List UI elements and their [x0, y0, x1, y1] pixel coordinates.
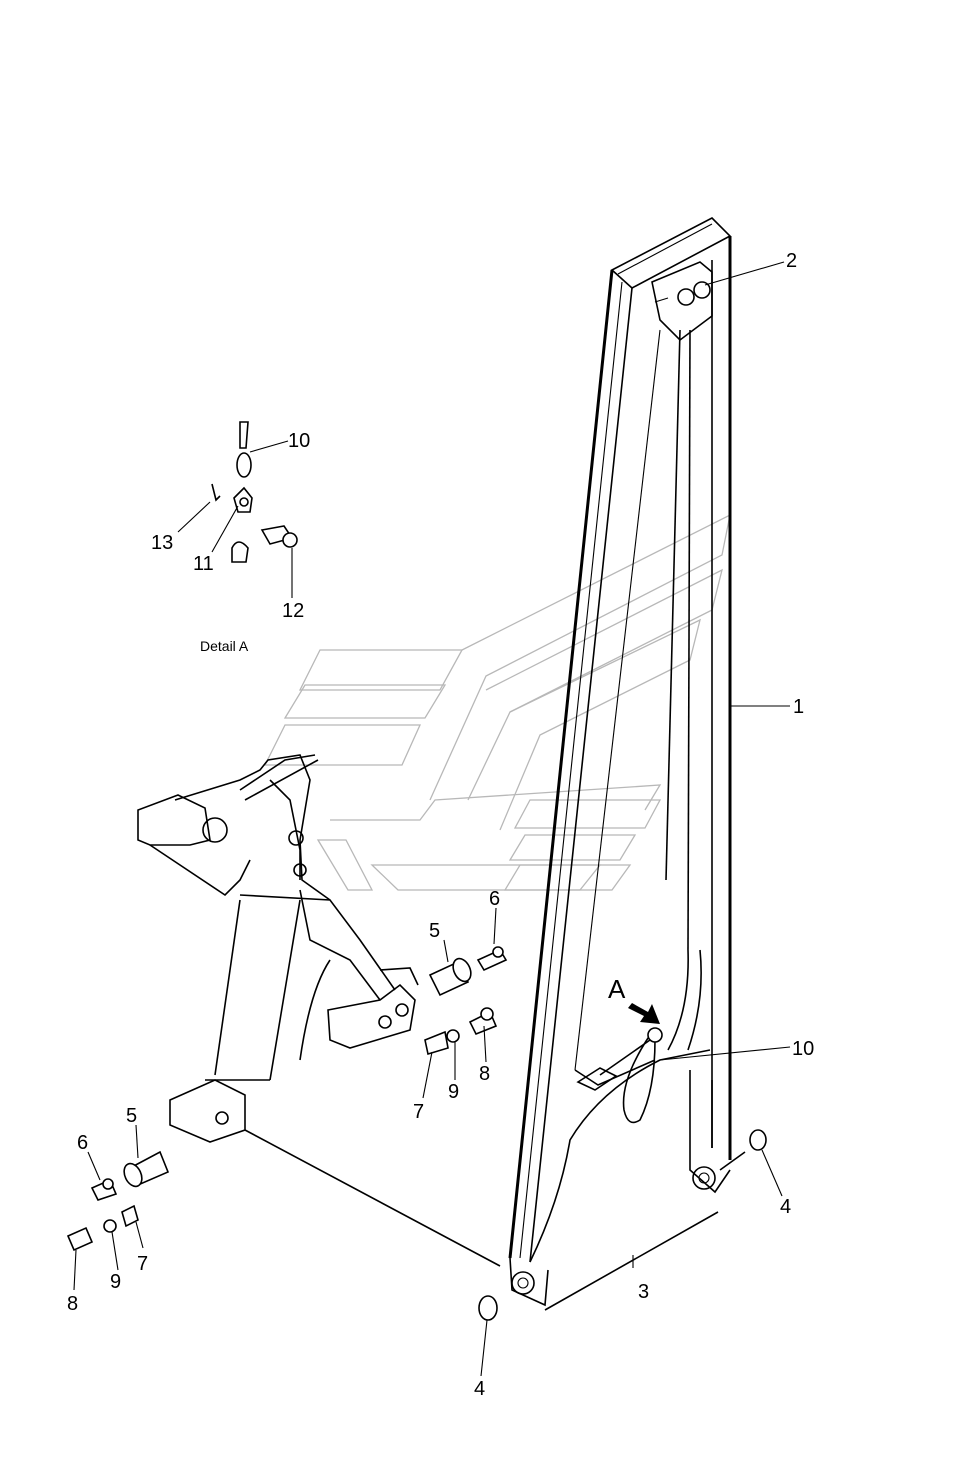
- plate-upper: [424, 1007, 498, 1056]
- detail-a-title: Detail A: [200, 638, 249, 654]
- detail-a: Detail A: [200, 421, 298, 654]
- callout-3: 3: [638, 1281, 649, 1303]
- callout-6-lower: 6: [77, 1132, 88, 1154]
- callout-8-lower: 8: [67, 1293, 78, 1315]
- callout-9-lower: 9: [110, 1271, 121, 1293]
- view-a-marker: A: [608, 974, 660, 1024]
- pin-lower: [66, 1150, 170, 1252]
- callout-11: 11: [193, 553, 214, 575]
- callout-2: 2: [786, 250, 797, 272]
- callout-7-lower: 7: [137, 1253, 148, 1275]
- bushing-right: [749, 1129, 767, 1151]
- callout-9-upper: 9: [448, 1081, 459, 1103]
- callouts: 1 2 3 4 4 5 5 6 6 7 7 8 8 9 9 10 10 11 1…: [67, 250, 814, 1400]
- pull-wire: [576, 1027, 663, 1124]
- frame: [137, 754, 746, 1311]
- callout-4-right: 4: [780, 1196, 791, 1218]
- boom: [508, 217, 732, 1307]
- bushing-bottom: [478, 1295, 498, 1321]
- callout-5-lower: 5: [126, 1105, 137, 1127]
- callout-12: 12: [282, 600, 304, 622]
- watermark-logo: [263, 513, 731, 891]
- callout-4-bottom: 4: [474, 1378, 485, 1400]
- callout-10-main: 10: [792, 1038, 814, 1060]
- view-a-label: A: [608, 974, 626, 1004]
- leader-lines: [73, 261, 791, 1377]
- callout-6-upper: 6: [489, 888, 500, 910]
- callout-10-detail: 10: [288, 430, 310, 452]
- pin-upper: [428, 946, 508, 997]
- callout-5-upper: 5: [429, 920, 440, 942]
- callout-7-upper: 7: [413, 1101, 424, 1123]
- callout-13: 13: [151, 532, 173, 554]
- callout-1: 1: [793, 696, 804, 718]
- callout-8-upper: 8: [479, 1063, 490, 1085]
